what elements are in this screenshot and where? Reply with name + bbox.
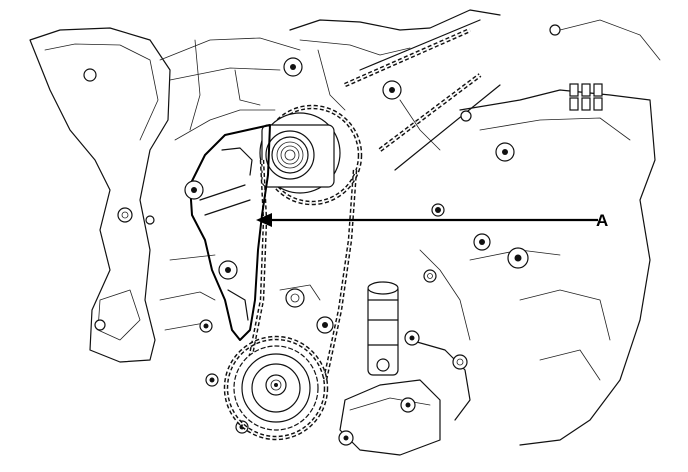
chain-guide [184, 124, 271, 341]
arrowhead-icon [256, 213, 272, 227]
upper-housing [283, 9, 501, 151]
upper-timing-chain [344, 19, 501, 171]
timing-chain [247, 159, 358, 381]
oil-pump [338, 281, 471, 456]
crankshaft-sprocket [223, 335, 329, 441]
engine-block-left [29, 27, 301, 363]
callout-leader-line [256, 213, 598, 227]
engine-block-right [419, 19, 661, 446]
callout-label-a: A [596, 211, 609, 230]
idler-sprocket [259, 104, 363, 206]
